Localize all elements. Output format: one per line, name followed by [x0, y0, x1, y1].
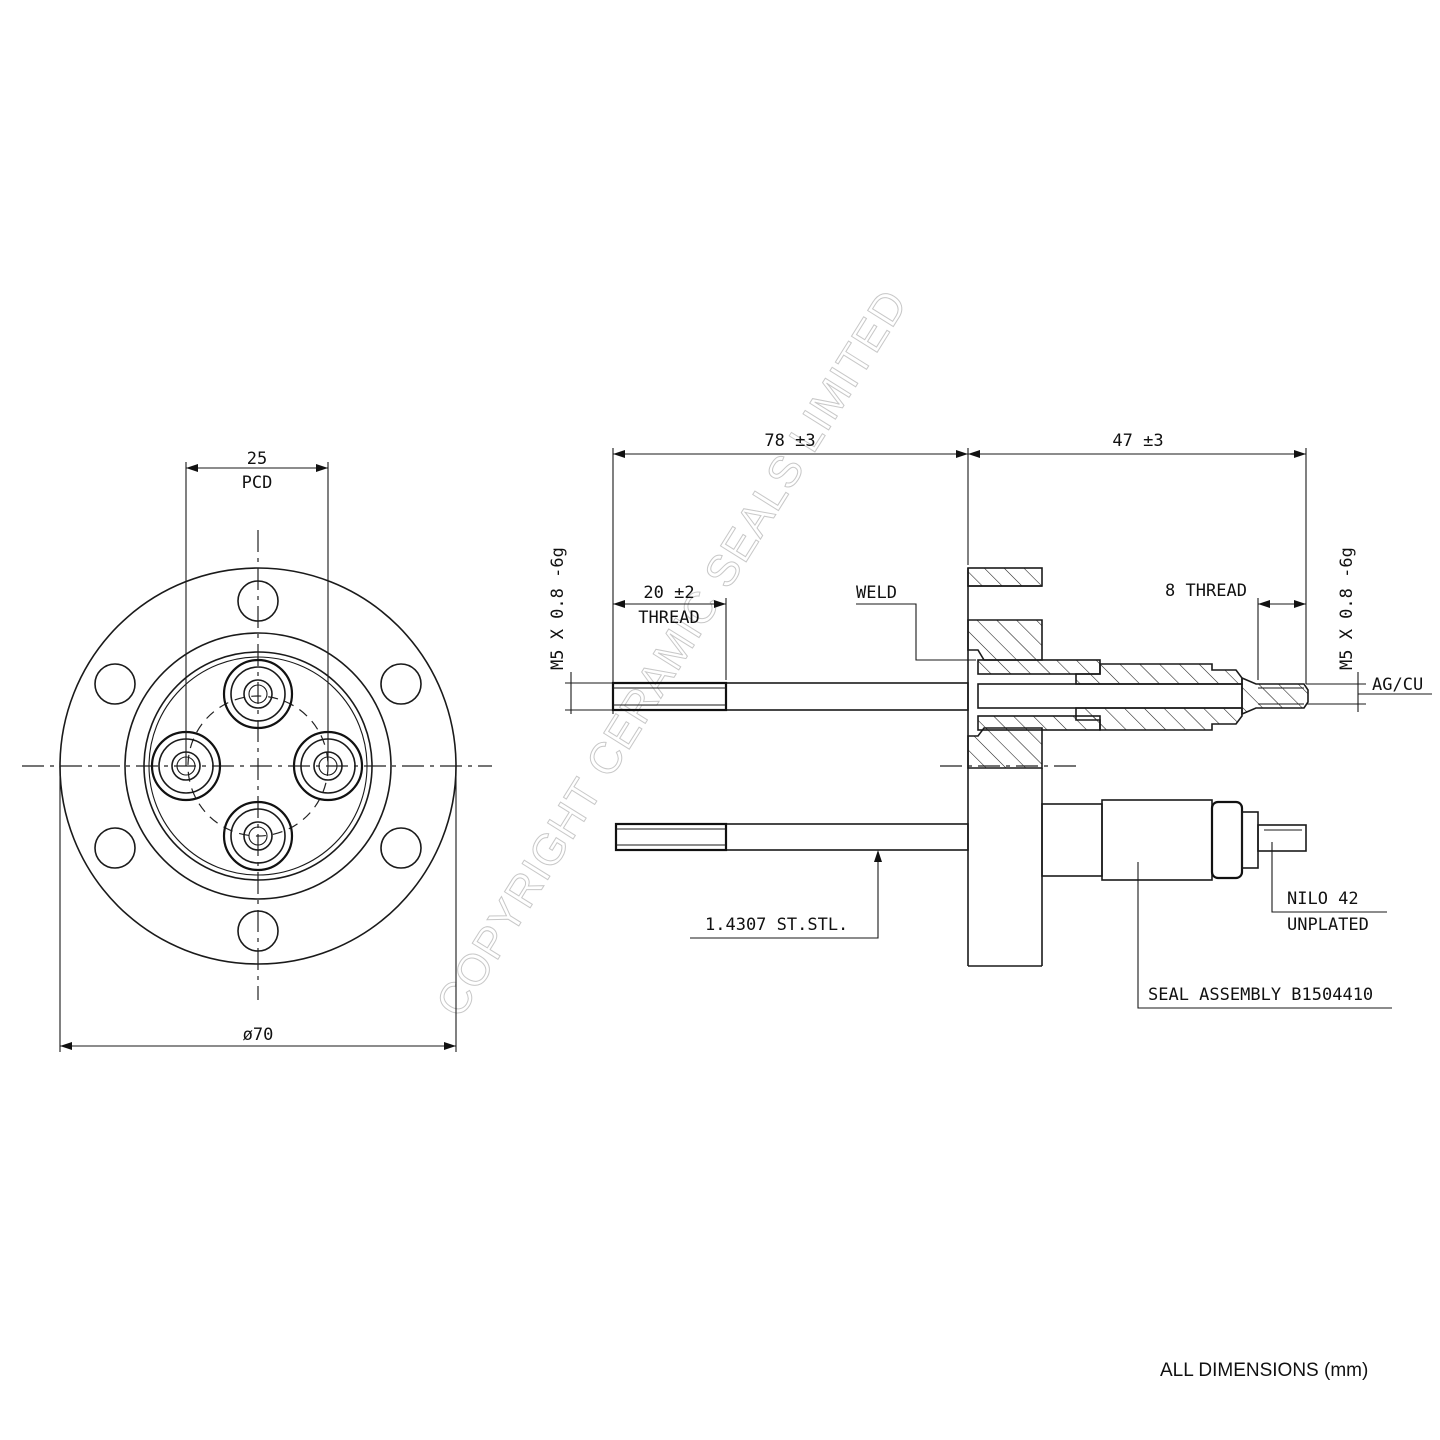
seal-cap-tip — [1241, 676, 1309, 716]
pin-material-line2: UNPLATED — [1287, 915, 1369, 935]
seal-body-lower-1 — [1041, 803, 1103, 877]
thread-spec-left: M5 X 0.8 -6g — [548, 547, 568, 670]
thread-left-arrow-start — [613, 600, 625, 608]
weld-leader — [856, 603, 976, 661]
diameter-arrow-right — [444, 1042, 456, 1050]
dimensions-unit-note: ALL DIMENSIONS (mm) — [1160, 1360, 1368, 1381]
pin-material-line1: NILO 42 — [1287, 889, 1359, 909]
thread-left-arrow-end — [714, 600, 726, 608]
right-length-arrow-start — [968, 450, 980, 458]
front-view: 25 PCD ø70 — [22, 449, 492, 1052]
thread-right-arrow-start — [1258, 600, 1270, 608]
left-length-value: 78 ±3 — [764, 431, 815, 451]
pin-upper-thread — [611, 681, 728, 712]
thread-right-label: 8 THREAD — [1165, 581, 1247, 601]
flange-section-body-lower — [967, 727, 1043, 769]
copyright-watermark: COPYRIGHT CERAMIC SEALS LIMITED — [427, 281, 917, 1025]
side-view: 78 ±3 47 ±3 20 ±2 THREAD 8 THREAD M5 X 0… — [548, 431, 1432, 1009]
pin-lower-shaft — [615, 823, 969, 851]
plating-label: AG/CU — [1372, 675, 1423, 695]
pcd-value: 25 — [247, 449, 267, 469]
seal-neck-lower — [1241, 811, 1259, 869]
thread-left-label: THREAD — [638, 608, 699, 628]
bolt-hole-upper-right — [380, 663, 422, 705]
pcd-arrow-left — [186, 464, 198, 472]
bolt-hole-top — [237, 580, 279, 622]
right-length-value: 47 ±3 — [1112, 431, 1163, 451]
feedthrough-pin-top — [222, 658, 294, 730]
weld-label: WELD — [856, 583, 897, 603]
thread-left-length: 20 ±2 — [643, 583, 694, 603]
seal-assembly-leader — [1137, 862, 1392, 1009]
bolt-hole-bottom — [237, 910, 279, 952]
material-body-leader — [690, 852, 879, 939]
pin-material-leader — [1271, 842, 1387, 913]
left-length-arrow-end — [956, 450, 968, 458]
seal-cap-lower — [1210, 800, 1244, 880]
thread-right-arrow-end — [1294, 600, 1306, 608]
pcd-label: PCD — [242, 473, 273, 493]
flange-inner-circle — [124, 632, 392, 900]
seal-bore — [977, 683, 1243, 709]
seal-assembly-label: SEAL ASSEMBLY B1504410 — [1148, 985, 1373, 1005]
pcd-arrow-right — [316, 464, 328, 472]
seal-ceramic-lower — [1075, 707, 1243, 731]
right-length-arrow-end — [1294, 450, 1306, 458]
seal-ring-circle — [143, 651, 373, 881]
flange-section-body-upper — [967, 619, 1043, 661]
material-body-arrow — [874, 850, 882, 862]
seal-ceramic-upper — [1075, 663, 1243, 685]
seal-body-lower-2 — [1101, 799, 1213, 881]
material-body-label: 1.4307 ST.STL. — [705, 915, 848, 935]
bolt-hole-upper-left — [94, 663, 136, 705]
diameter-arrow-left — [60, 1042, 72, 1050]
seal-ring-inner-circle — [148, 656, 368, 876]
pin-tip-lower — [1257, 824, 1307, 852]
feedthrough-pin-bottom — [222, 800, 294, 872]
bolt-hole-lower-left — [94, 827, 136, 869]
bolt-hole-lower-right — [380, 827, 422, 869]
left-length-arrow-start — [613, 450, 625, 458]
thread-spec-right: M5 X 0.8 -6g — [1337, 547, 1357, 670]
seal-sleeve-top — [977, 659, 1101, 675]
diameter-label: ø70 — [243, 1025, 274, 1045]
flange-section-top — [967, 567, 1043, 587]
pin-lower-thread — [614, 822, 728, 852]
